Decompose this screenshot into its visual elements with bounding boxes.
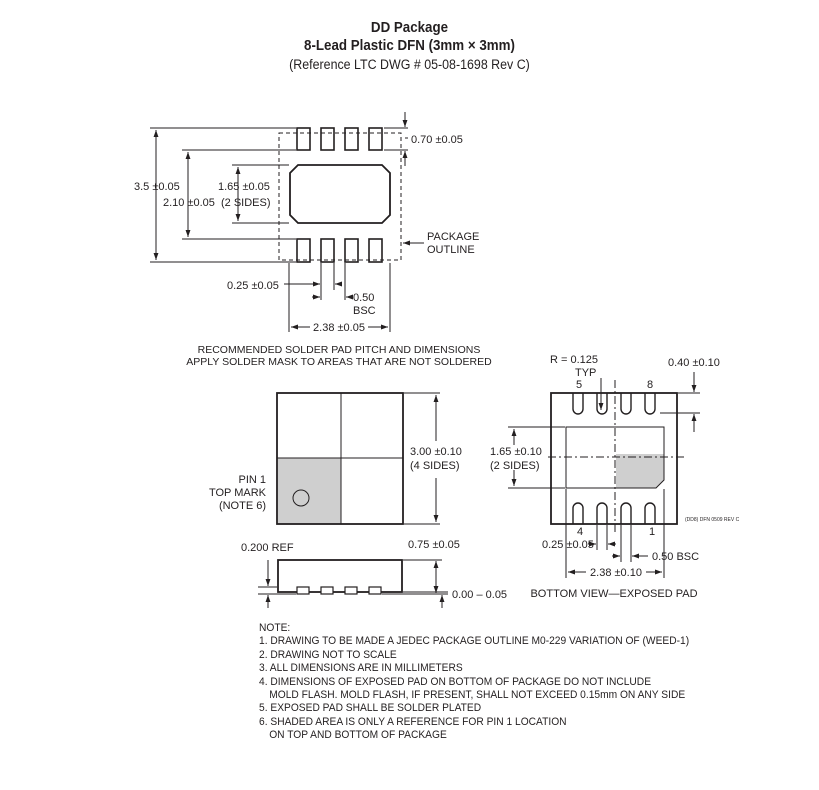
side-view	[258, 559, 448, 608]
package-side-outline	[277, 559, 403, 593]
dim-package-size-note: (4 SIDES)	[410, 460, 460, 472]
solder-pad	[368, 127, 383, 151]
pin1-label: PIN 1	[238, 474, 266, 486]
bottom-lead	[572, 502, 584, 524]
solder-pad-view	[150, 112, 424, 332]
top-view-labels: 3.00 ±0.10 (4 SIDES) PIN 1 TOP MARK (NOT…	[209, 446, 462, 512]
note-item: 2. DRAWING NOT TO SCALE	[259, 648, 397, 661]
note-item: 4. DIMENSIONS OF EXPOSED PAD ON BOTTOM O…	[259, 675, 652, 688]
dim-package-height: 0.75 ±0.05	[408, 539, 460, 551]
side-view-labels: 0.200 REF 0.75 ±0.05 0.00 – 0.05	[241, 539, 507, 601]
dim-pitch-note: BSC	[353, 305, 376, 317]
package-title: DD Package	[370, 20, 449, 36]
note-item: 5. EXPOSED PAD SHALL BE SOLDER PLATED	[259, 702, 482, 715]
side-lead	[320, 586, 334, 595]
drawing-id: (DD8) DFN 0509 REV C	[685, 517, 740, 523]
solder-pad	[344, 127, 359, 151]
package-outline-label: OUTLINE	[427, 244, 475, 256]
pin-number-1: 1	[649, 526, 655, 538]
radius-label-typ: TYP	[575, 367, 596, 379]
solder-pad	[320, 127, 335, 151]
exposed-solder-pad	[289, 164, 391, 224]
solder-caption: RECOMMENDED SOLDER PAD PITCH AND DIMENSI…	[198, 344, 481, 356]
dim-lead-pitch: 0.50 BSC	[652, 551, 699, 563]
package-subtitle: 8-Lead Plastic DFN (3mm × 3mm)	[304, 38, 515, 54]
dim-overall-length: 3.5 ±0.05	[134, 181, 180, 193]
dim-lead-length: 0.40 ±0.10	[668, 357, 720, 369]
note-item: MOLD FLASH. MOLD FLASH, IF PRESENT, SHAL…	[269, 689, 686, 702]
package-bottom-outline	[550, 392, 678, 525]
radius-label: R = 0.125	[550, 354, 598, 366]
note-item: 3. ALL DIMENSIONS ARE IN MILLIMETERS	[259, 662, 463, 675]
solder-pad	[320, 238, 335, 263]
drawing-reference: (Reference LTC DWG # 05-08-1698 Rev C)	[289, 57, 530, 72]
dim-lead-width: 0.25 ±0.05	[542, 539, 594, 551]
solder-pad	[296, 238, 311, 263]
bottom-view	[508, 372, 700, 578]
dim-pad-span: 2.38 ±0.05	[313, 322, 365, 334]
bottom-lead	[596, 502, 608, 524]
package-outline-label: PACKAGE	[427, 231, 479, 243]
exposed-pad	[565, 426, 665, 489]
bottom-lead	[644, 393, 656, 415]
side-lead	[344, 586, 358, 595]
note-item: ON TOP AND BOTTOM OF PACKAGE	[269, 729, 447, 742]
dim-exposed-pad-height: 1.65 ±0.10	[490, 446, 542, 458]
pin-number-8: 8	[647, 379, 653, 391]
solder-caption: APPLY SOLDER MASK TO AREAS THAT ARE NOT …	[186, 356, 492, 368]
notes-block: NOTE: 1. DRAWING TO BE MADE A JEDEC PACK…	[259, 622, 689, 743]
dim-exposed-pad-height: 1.65 ±0.05	[218, 181, 270, 193]
dim-lead-span: 2.38 ±0.10	[590, 567, 642, 579]
solder-pad	[296, 127, 311, 151]
package-outline-dashed	[278, 132, 402, 261]
note-item: 6. SHADED AREA IS ONLY A REFERENCE FOR P…	[259, 715, 567, 728]
solder-pad-view-labels: 0.70 ±0.05 3.5 ±0.05 1.65 ±0.05 2.10 ±0.…	[134, 134, 492, 368]
solder-pad	[344, 238, 359, 263]
top-view	[276, 392, 440, 525]
pin1-label: (NOTE 6)	[219, 500, 266, 512]
bottom-lead	[620, 502, 632, 524]
dim-inner-span: 2.10 ±0.05	[163, 197, 215, 209]
side-lead	[368, 586, 382, 595]
pin1-label: TOP MARK	[209, 487, 267, 499]
dim-exposed-pad-note: (2 SIDES)	[221, 197, 271, 209]
side-lead	[296, 586, 310, 595]
pin1-mark-icon	[292, 489, 310, 507]
dim-pitch: 0.50	[353, 292, 374, 304]
dim-pad-length: 0.70 ±0.05	[411, 134, 463, 146]
bottom-view-labels: R = 0.125 TYP 5 8 0.40 ±0.10 1.65 ±0.10 …	[490, 354, 740, 600]
pin-number-4: 4	[577, 526, 583, 538]
bottom-lead	[644, 502, 656, 524]
notes-heading: NOTE:	[259, 622, 291, 634]
bottom-view-caption: BOTTOM VIEW—EXPOSED PAD	[530, 588, 697, 600]
bottom-lead	[572, 393, 584, 415]
pin1-shaded-area	[278, 458, 341, 524]
dim-pad-width: 0.25 ±0.05	[227, 280, 279, 292]
dim-standoff: 0.00 – 0.05	[452, 589, 507, 601]
solder-pad	[368, 238, 383, 263]
dim-ref-thickness: 0.200 REF	[241, 542, 294, 554]
note-item: 1. DRAWING TO BE MADE A JEDEC PACKAGE OU…	[259, 635, 690, 648]
dim-package-size: 3.00 ±0.10	[410, 446, 462, 458]
bottom-lead	[596, 393, 608, 415]
pin1-shaded-area	[616, 454, 664, 488]
bottom-lead	[620, 393, 632, 415]
pin-number-5: 5	[576, 379, 582, 391]
dim-exposed-pad-note: (2 SIDES)	[490, 460, 540, 472]
